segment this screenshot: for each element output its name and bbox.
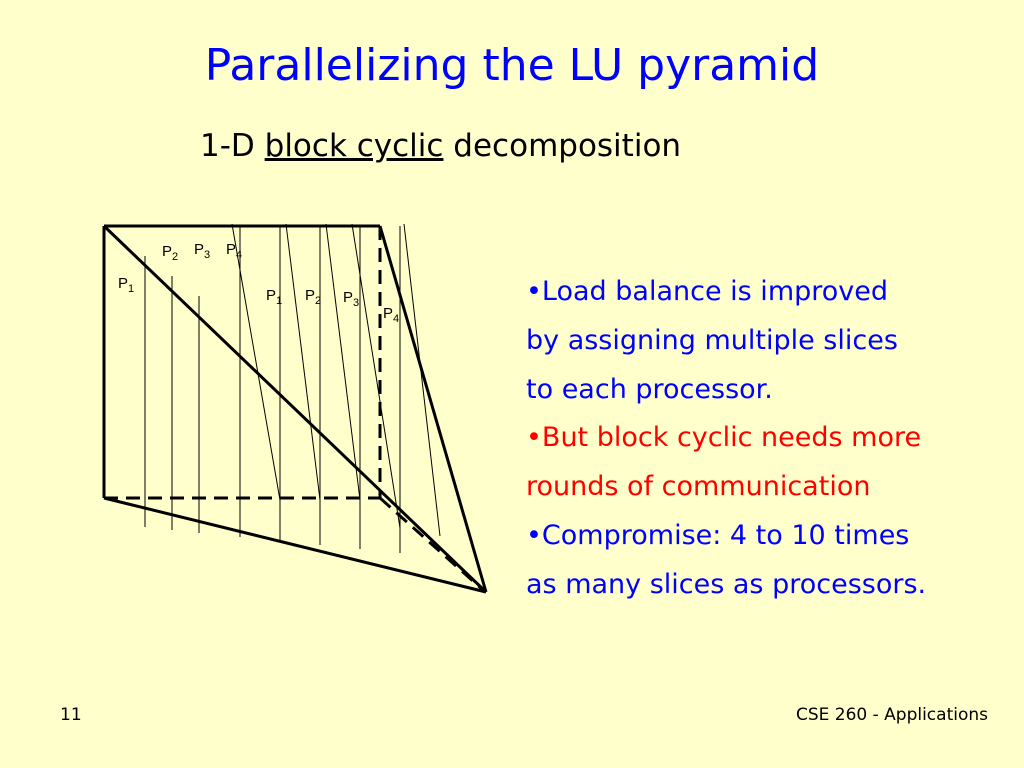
bullet-line: as many slices as processors. xyxy=(526,568,927,600)
slide-title: Parallelizing the LU pyramid xyxy=(204,40,820,91)
course-label: CSE 260 - Applications xyxy=(795,705,988,725)
subtitle-suffix: decomposition xyxy=(443,128,682,164)
processor-label: P4 xyxy=(226,241,242,261)
bullet-list: •Load balance is improved by assigning m… xyxy=(526,268,1016,610)
bullet-load-balance: •Load balance is improved by assigning m… xyxy=(526,268,1016,414)
pyramid-outline xyxy=(102,224,488,594)
slice-lines xyxy=(144,223,441,553)
slice-line xyxy=(325,223,361,501)
slide-subtitle: 1-D block cyclic decomposition xyxy=(200,124,681,168)
subtitle-prefix: 1-D xyxy=(200,128,265,164)
bullet-line: •Compromise: 4 to 10 times xyxy=(526,519,910,551)
outline-bottom xyxy=(103,496,487,594)
processor-label: P3 xyxy=(343,289,359,309)
bullet-line: rounds of communication xyxy=(526,471,871,503)
bullet-line: by assigning multiple slices xyxy=(526,324,898,356)
bullet-line: •But block cyclic needs more xyxy=(526,422,922,454)
outline-diagonal xyxy=(102,224,488,594)
lu-pyramid-diagram: P2 P3 P4 P1 P1 P2 P3 P4 xyxy=(102,223,488,594)
bullet-line: •Load balance is improved xyxy=(526,276,889,307)
slice-line xyxy=(351,223,401,529)
bullet-compromise: •Compromise: 4 to 10 times as many slice… xyxy=(526,512,1016,610)
processor-label: P1 xyxy=(266,287,282,307)
bullet-line: to each processor. xyxy=(526,373,773,405)
processor-label: P1 xyxy=(118,275,134,295)
subtitle-underlined: block cyclic xyxy=(264,128,444,164)
processor-label: P3 xyxy=(194,241,210,261)
slice-line xyxy=(231,223,281,501)
processor-label: P2 xyxy=(162,243,178,263)
slice-line xyxy=(285,223,321,501)
bullet-block-cyclic: •But block cyclic needs more rounds of c… xyxy=(526,414,1016,512)
slide-number: 11 xyxy=(60,705,82,725)
outline-right xyxy=(378,225,488,593)
processor-label: P2 xyxy=(305,287,321,307)
slice-line xyxy=(403,223,441,537)
processor-label: P4 xyxy=(383,305,399,325)
